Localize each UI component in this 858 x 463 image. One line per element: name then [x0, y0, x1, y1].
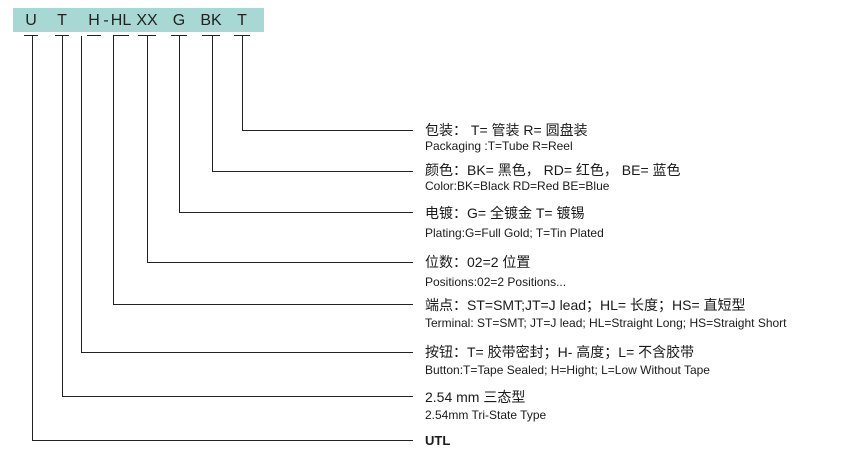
leader-packaging [242, 36, 413, 131]
leader-color [212, 36, 413, 172]
code-segment-g: G [172, 12, 186, 29]
desc-button-en: Button:T=Tape Sealed; H=Hight; L=Low Wit… [425, 363, 710, 377]
code-segment-dash: - [103, 12, 109, 29]
code-segment-xx: XX [136, 12, 158, 29]
desc-terminal-en: Terminal: ST=SMT; JT=J lead; HL=Straight… [425, 316, 787, 330]
desc-packaging: 包装： T= 管装 R= 圆盘装 Packaging :T=Tube R=Ree… [425, 122, 588, 154]
leader-series [32, 36, 413, 441]
desc-packaging-zh: 包装： T= 管装 R= 圆盘装 [425, 122, 588, 138]
desc-terminal: 端点：ST=SMT;JT=J lead；HL= 长度；HS= 直短型 Termi… [425, 297, 787, 331]
part-code-banner: U T H - HL XX G BK T [13, 8, 264, 32]
desc-color-en: Color:BK=Black RD=Red BE=Blue [425, 179, 610, 193]
desc-packaging-en: Packaging :T=Tube R=Reel [425, 139, 573, 153]
code-segment-u: U [25, 12, 37, 29]
desc-button: 按钮：T= 胶带密封；H- 高度；L= 不含胶带 Button:T=Tape S… [425, 344, 710, 378]
desc-tri-state-zh: 2.54 mm 三态型 [425, 389, 526, 405]
desc-plating-zh: 电镀：G= 全镀金 T= 镀锡 [425, 205, 585, 221]
desc-button-zh: 按钮：T= 胶带密封；H- 高度；L= 不含胶带 [425, 344, 695, 360]
leader-positions [147, 36, 413, 263]
desc-tri-state-en: 2.54mm Tri-State Type [425, 408, 547, 422]
desc-positions-en: Positions:02=2 Positions... [425, 275, 567, 289]
desc-terminal-zh: 端点：ST=SMT;JT=J lead；HL= 长度；HS= 直短型 [425, 297, 746, 313]
desc-plating-en: Plating:G=Full Gold; T=Tin Plated [425, 226, 604, 240]
desc-positions-zh: 位数：02=2 位置 [425, 254, 531, 270]
code-segment-bk: BK [200, 12, 222, 29]
leader-terminal [113, 36, 413, 305]
leader-tri-state [62, 36, 413, 397]
code-segment-t: T [57, 12, 67, 29]
code-segment-h: H [88, 12, 100, 29]
desc-color: 颜色：BK= 黑色， RD= 红色， BE= 蓝色 Color:BK=Black… [425, 162, 681, 194]
desc-color-zh: 颜色：BK= 黑色， RD= 红色， BE= 蓝色 [425, 162, 681, 178]
desc-plating: 电镀：G= 全镀金 T= 镀锡 Plating:G=Full Gold; T=T… [425, 205, 604, 241]
code-segment-hl: HL [110, 12, 132, 29]
code-segment-t-end: T [237, 12, 247, 29]
desc-series-label: UTL [425, 433, 451, 448]
desc-tri-state: 2.54 mm 三态型 2.54mm Tri-State Type [425, 389, 546, 423]
leader-button [81, 36, 413, 353]
leader-plating [179, 36, 413, 213]
desc-positions: 位数：02=2 位置 Positions:02=2 Positions... [425, 254, 566, 290]
desc-series: UTL [425, 433, 450, 448]
